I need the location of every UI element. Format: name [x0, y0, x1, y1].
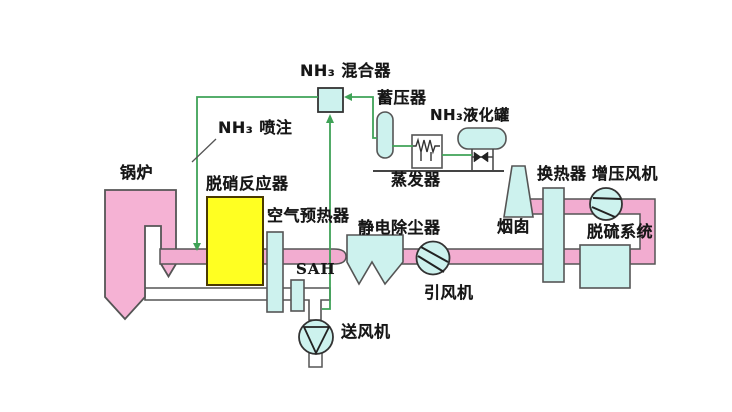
arrow-left-icon — [344, 93, 352, 101]
booster-fan-symbol — [589, 187, 623, 221]
label-sah: SAH — [296, 260, 336, 278]
scr-reactor-box — [206, 196, 264, 286]
evaporator-coil-icon — [412, 137, 440, 161]
label-induced-draft-fan: 引风机 — [424, 283, 474, 302]
dilution-air-line — [322, 122, 331, 310]
fgd-system-box — [579, 244, 631, 289]
label-nh3-tank: NH₃液化罐 — [430, 106, 510, 124]
label-air-preheater: 空气预热器 — [267, 206, 350, 225]
boiler-shape — [104, 189, 177, 321]
label-boiler: 锅炉 — [120, 163, 154, 182]
accumulator-to-mixer-line — [352, 96, 377, 139]
air-preheater-box — [266, 231, 284, 313]
label-esp: 静电除尘器 — [358, 218, 441, 237]
fan-blade-triangle-icon — [302, 326, 331, 356]
label-accumulator: 蓄压器 — [377, 88, 427, 107]
label-chimney: 烟囱 — [497, 217, 531, 236]
label-heat-exchanger: 换热器 — [537, 164, 587, 183]
label-nh3-injection: NH₃ 喷注 — [218, 118, 293, 137]
arrow-up-icon — [326, 114, 334, 123]
label-fgd-system: 脱硫系统 — [587, 222, 654, 241]
fan-blade-chords-icon — [417, 246, 449, 273]
heat-exchanger-box — [542, 187, 565, 283]
valve-icon — [473, 151, 489, 163]
fan-blade-chords-icon — [591, 197, 622, 218]
arrow-down-icon — [193, 243, 201, 251]
esp-shape — [346, 234, 404, 286]
label-booster-fan: 增压风机 — [592, 164, 659, 183]
nh3-tank-vessel — [457, 127, 507, 150]
nh3-injection-line — [196, 96, 318, 244]
label-scr-reactor: 脱硝反应器 — [206, 174, 289, 193]
forced-draft-fan-symbol — [298, 319, 334, 355]
injection-label-leader-line — [191, 138, 217, 163]
label-nh3-mixer: NH₃ 混合器 — [300, 61, 391, 80]
sah-box — [290, 279, 305, 312]
label-evaporator: 蒸发器 — [391, 170, 441, 189]
label-forced-draft-fan: 送风机 — [341, 322, 391, 341]
nh3-mixer-box — [317, 87, 344, 113]
fd-fan-stand — [308, 352, 323, 368]
accumulator-vessel — [376, 111, 394, 159]
chimney-shape — [503, 165, 534, 218]
